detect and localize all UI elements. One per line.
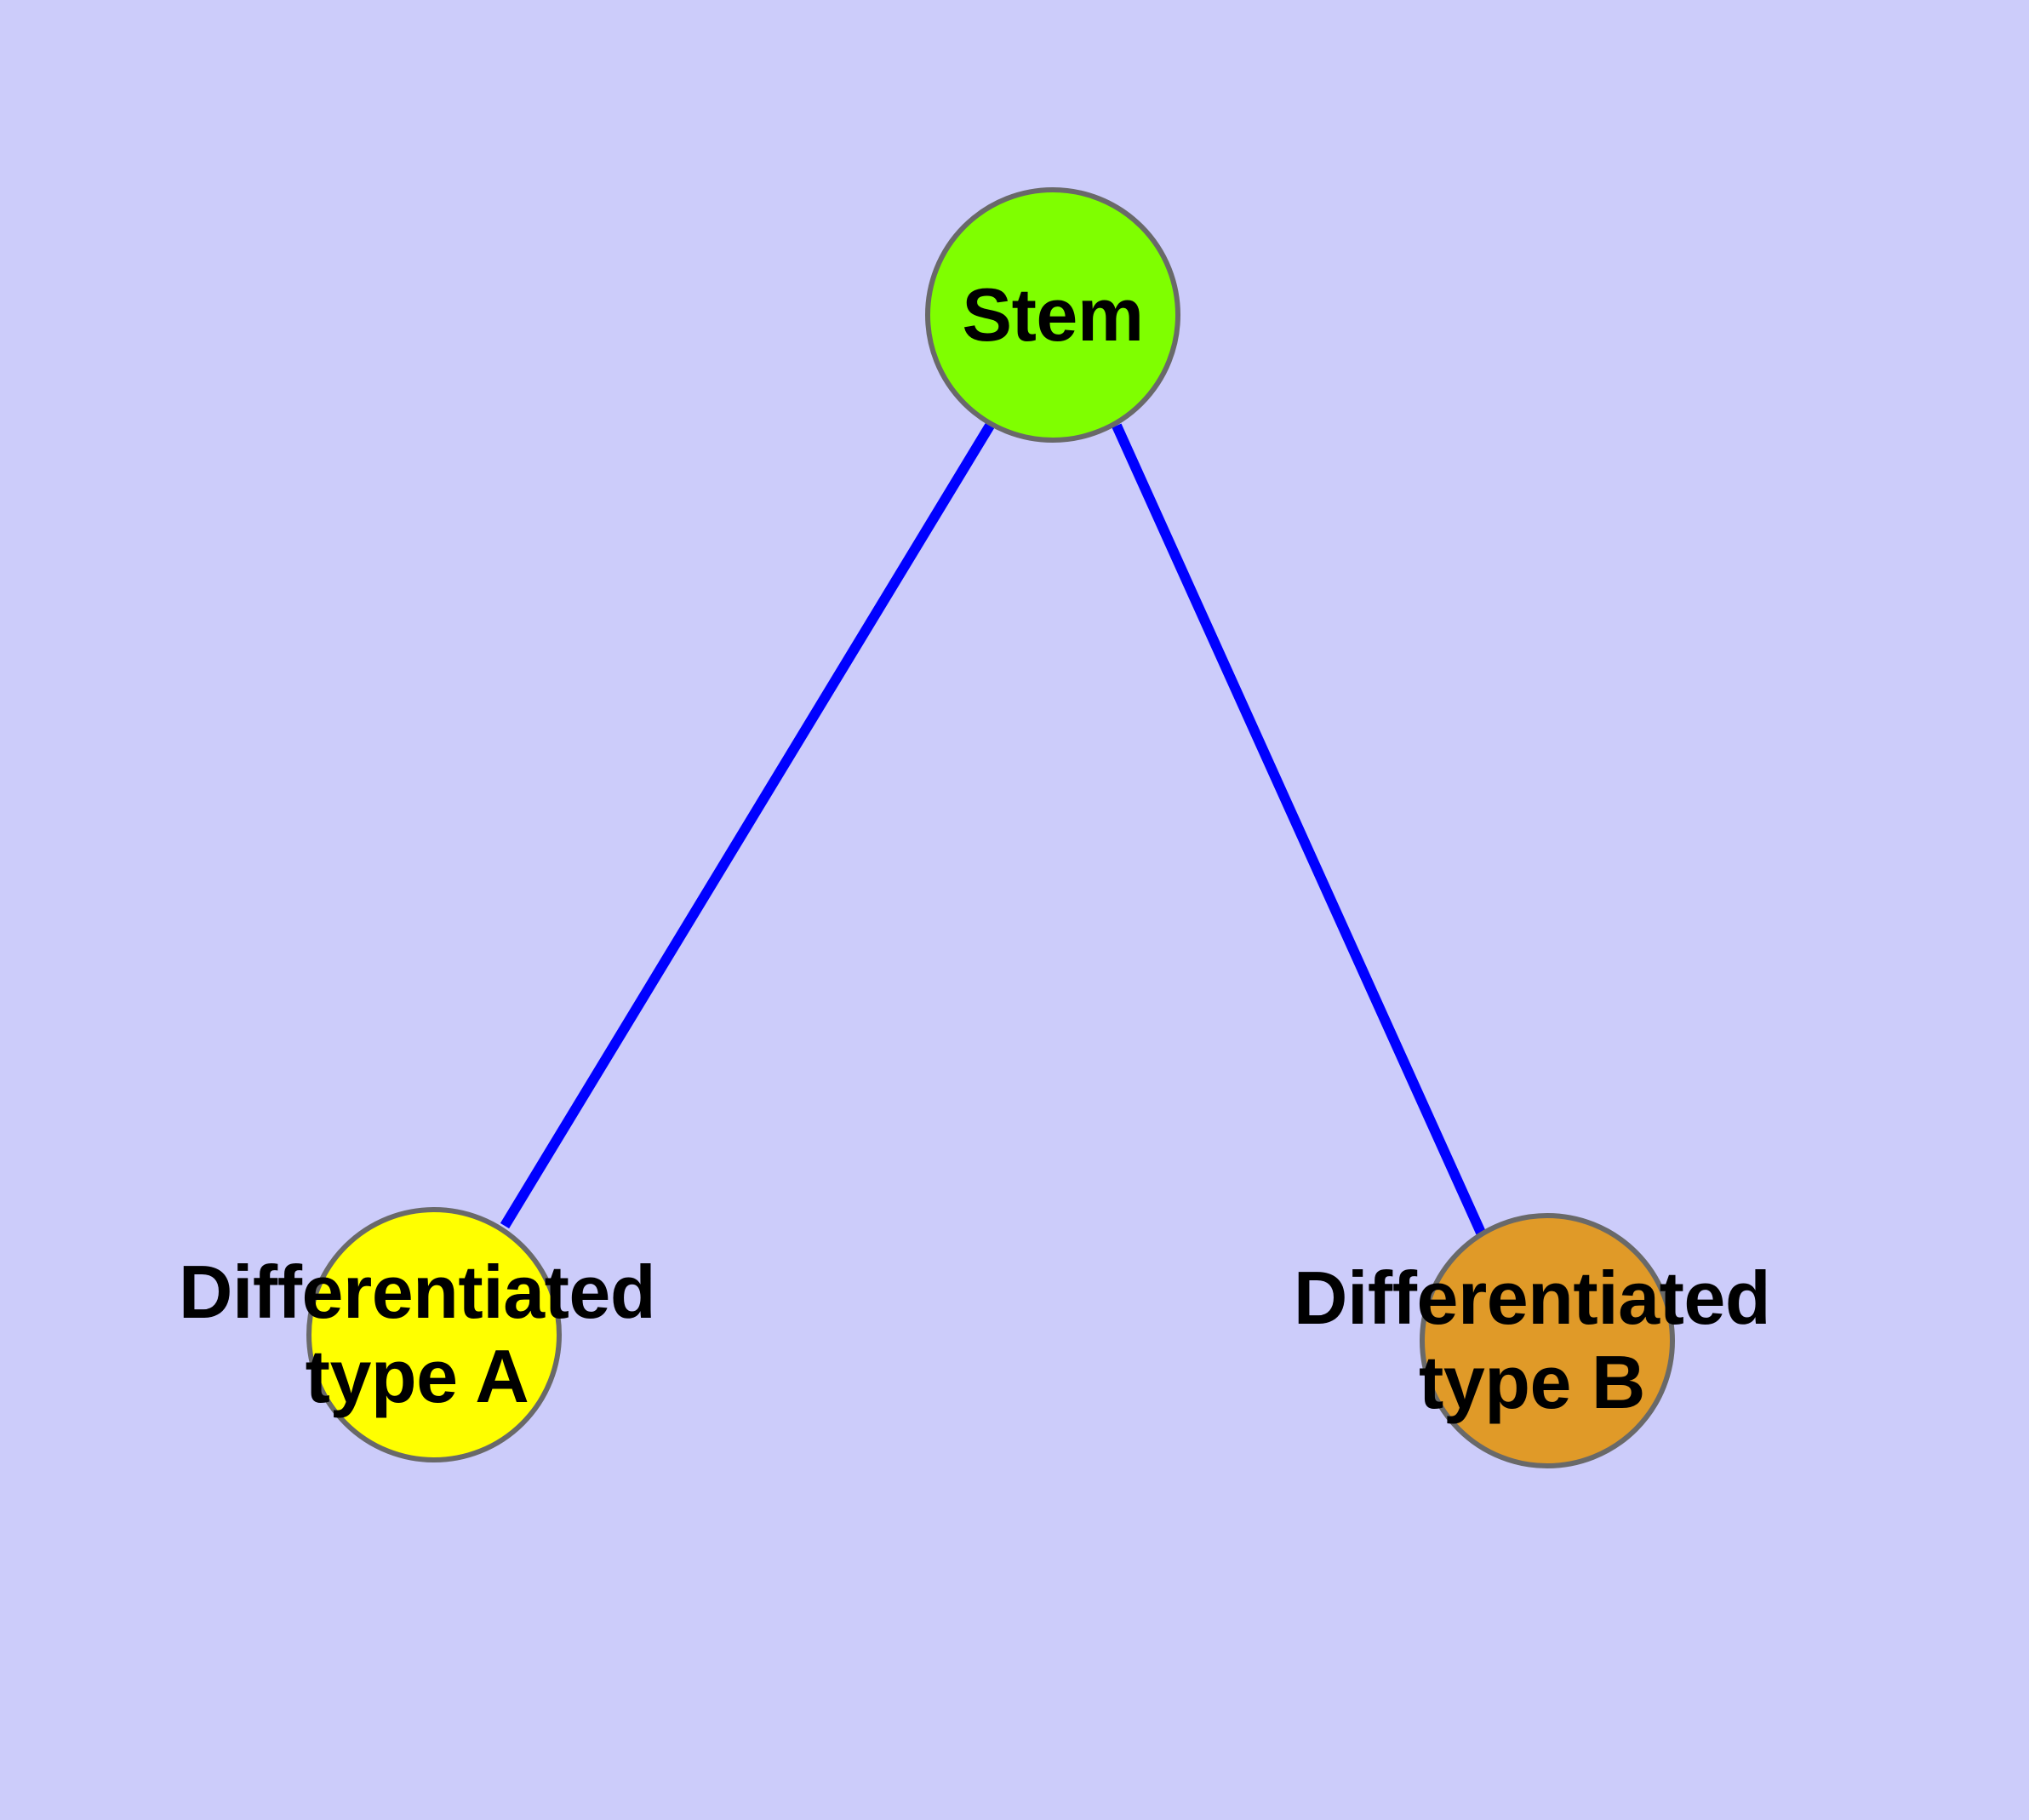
node-differentiated-type-a[interactable]	[306, 1207, 562, 1462]
edge-stem-to-differentiated-type-b[interactable]	[1112, 423, 1486, 1235]
node-differentiated-type-b[interactable]	[1420, 1213, 1675, 1468]
edge-stem-to-differentiated-type-a[interactable]	[500, 422, 995, 1229]
node-stem[interactable]	[925, 187, 1180, 443]
